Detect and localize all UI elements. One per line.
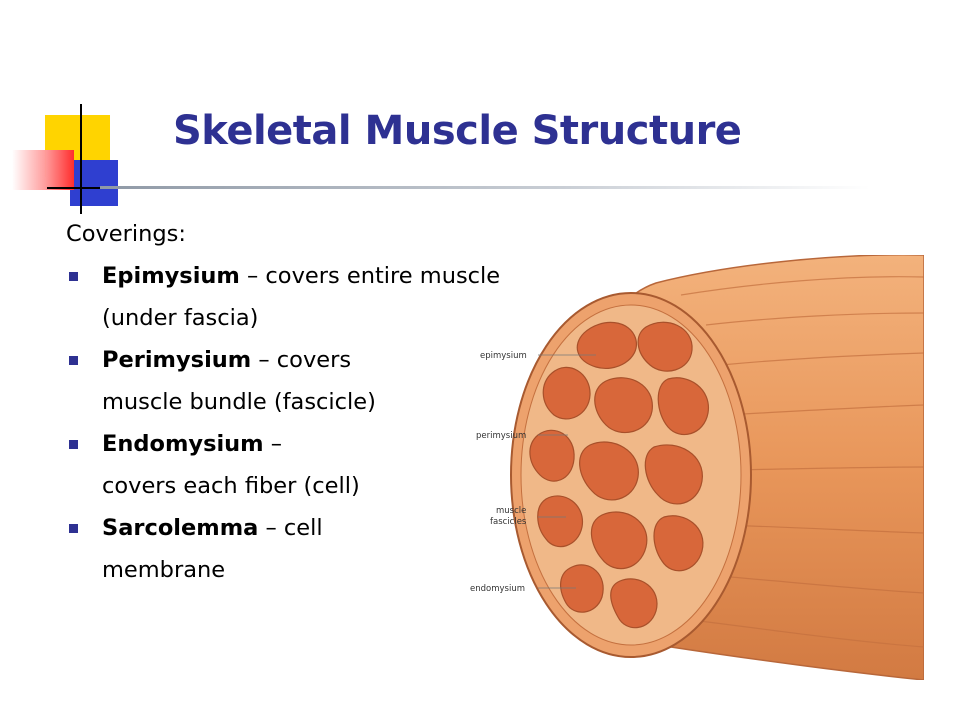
- definition-continued: muscle bundle (fascicle): [102, 389, 376, 415]
- fascicle: [653, 515, 704, 572]
- title-underline: [100, 186, 870, 189]
- fascicle: [590, 511, 648, 570]
- label-muscle: muscle: [496, 506, 526, 516]
- label-fascicles: fascicles: [490, 517, 527, 527]
- definition-continued: covers each fiber (cell): [102, 473, 360, 499]
- label-epimysium: epimysium: [480, 351, 527, 361]
- list-item-perimysium: Perimysium – covers muscle bundle (fasci…: [66, 339, 626, 423]
- fascicle: [644, 444, 703, 505]
- bullet-icon: [69, 272, 78, 281]
- fascicle: [542, 366, 591, 420]
- definition-continued: membrane: [102, 557, 226, 583]
- definition: – covers entire muscle: [239, 263, 501, 289]
- definition: –: [263, 431, 283, 457]
- term: Endomysium: [102, 431, 264, 457]
- term: Perimysium: [102, 347, 252, 373]
- fascicle-group: [529, 321, 709, 629]
- label-endomysium: endomysium: [470, 584, 525, 594]
- definition: – cell: [258, 515, 323, 541]
- definition-continued: (under fascia): [102, 305, 259, 331]
- slide-body: Coverings: Epimysium – covers entire mus…: [66, 213, 626, 591]
- fascicle: [560, 564, 604, 613]
- fascicle: [610, 578, 658, 629]
- coverings-heading: Coverings:: [66, 221, 186, 247]
- fascicle: [637, 321, 693, 372]
- term: Sarcolemma: [102, 515, 259, 541]
- definition: – covers: [251, 347, 352, 373]
- bullet-icon: [69, 524, 78, 533]
- bullet-icon: [69, 356, 78, 365]
- label-perimysium: perimysium: [476, 431, 526, 441]
- corner-logo-decoration: [0, 0, 140, 220]
- fascicle: [576, 321, 637, 369]
- list-item-epimysium: Epimysium – covers entire muscle (under …: [66, 255, 626, 339]
- fascicle: [529, 429, 575, 482]
- logo-vertical-line: [80, 104, 82, 214]
- bullet-icon: [69, 440, 78, 449]
- logo-blue-square: [70, 160, 118, 206]
- slide-title: Skeletal Muscle Structure: [173, 108, 742, 154]
- coverings-list: Epimysium – covers entire muscle (under …: [66, 255, 626, 591]
- muscle-cross-section-diagram: epimysium perimysium muscle fascicles en…: [470, 255, 924, 680]
- fascicle: [594, 377, 653, 434]
- term: Epimysium: [102, 263, 240, 289]
- fascicle: [579, 441, 639, 501]
- logo-horizontal-line: [47, 187, 130, 189]
- label-leader-lines: [538, 354, 596, 589]
- list-item-sarcolemma: Sarcolemma – cell membrane: [66, 507, 626, 591]
- logo-red-square: [12, 150, 74, 190]
- fascicle: [657, 377, 709, 436]
- fascicle: [537, 495, 584, 548]
- list-item-endomysium: Endomysium – covers each fiber (cell): [66, 423, 626, 507]
